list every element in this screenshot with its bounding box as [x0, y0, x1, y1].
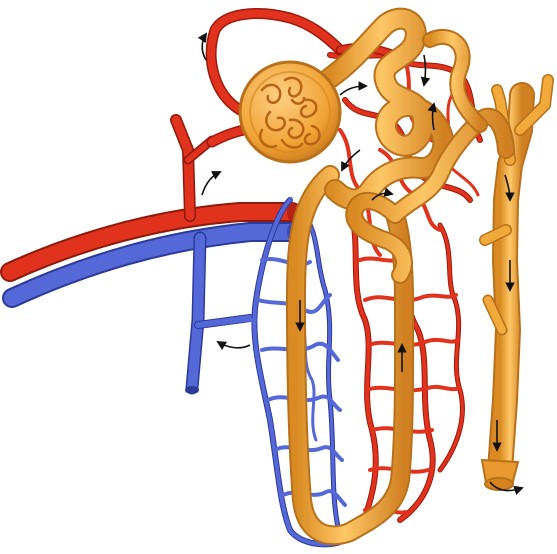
arrow-tubule-top [424, 55, 426, 85]
collecting-duct [485, 80, 548, 470]
arrow-afferent [202, 172, 220, 195]
arrow-capsule-out [340, 86, 366, 95]
vasa-recta-venous [216, 200, 345, 544]
collecting-duct-end [482, 460, 518, 490]
arrow-efferent-up [202, 34, 206, 60]
arrow-vein-out [218, 342, 250, 348]
